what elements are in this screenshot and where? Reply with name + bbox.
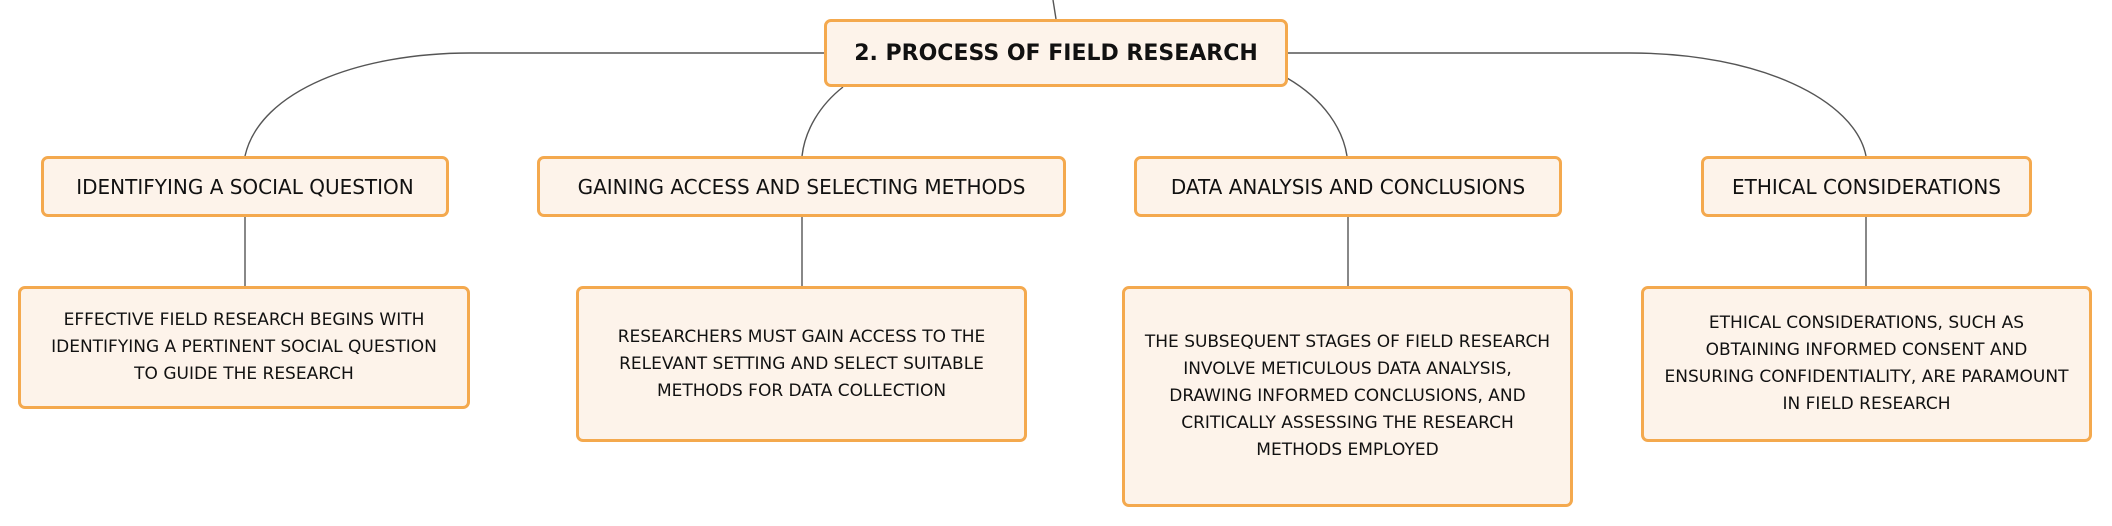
topic-node-gaining-access[interactable]: GAINING ACCESS AND SELECTING METHODS (537, 156, 1066, 217)
detail-node-text: THE SUBSEQUENT STAGES OF FIELD RESEARCH … (1144, 332, 1551, 460)
detail-node-text: EFFECTIVE FIELD RESEARCH BEGINS WITH IDE… (51, 310, 437, 384)
detail-node-identifying-social-question[interactable]: EFFECTIVE FIELD RESEARCH BEGINS WITH IDE… (18, 286, 470, 409)
detail-node-text: RESEARCHERS MUST GAIN ACCESS TO THE RELE… (617, 326, 986, 401)
topic-node-identifying-social-question[interactable]: IDENTIFYING A SOCIAL QUESTION (41, 156, 449, 217)
connector-parent-to-root (1052, 0, 1057, 20)
connector-root-to-topic-3 (1286, 77, 1348, 157)
root-node[interactable]: 2. PROCESS OF FIELD RESEARCH (824, 19, 1288, 87)
root-node-label: 2. PROCESS OF FIELD RESEARCH (854, 40, 1258, 66)
connector-root-to-topic-4 (1288, 52, 1867, 157)
topic-node-label: IDENTIFYING A SOCIAL QUESTION (76, 174, 414, 199)
topic-node-label: ETHICAL CONSIDERATIONS (1732, 174, 2001, 199)
topic-node-label: GAINING ACCESS AND SELECTING METHODS (577, 174, 1026, 199)
detail-node-data-analysis[interactable]: THE SUBSEQUENT STAGES OF FIELD RESEARCH … (1122, 286, 1573, 507)
connector-root-to-topic-1 (244, 52, 824, 157)
topic-node-label: DATA ANALYSIS AND CONCLUSIONS (1170, 174, 1526, 199)
detail-node-ethical-considerations[interactable]: ETHICAL CONSIDERATIONS, SUCH AS OBTAININ… (1641, 286, 2092, 442)
topic-node-ethical-considerations[interactable]: ETHICAL CONSIDERATIONS (1701, 156, 2032, 217)
topic-node-data-analysis[interactable]: DATA ANALYSIS AND CONCLUSIONS (1134, 156, 1562, 217)
detail-node-gaining-access[interactable]: RESEARCHERS MUST GAIN ACCESS TO THE RELE… (576, 286, 1027, 442)
detail-node-text: ETHICAL CONSIDERATIONS, SUCH AS OBTAININ… (1664, 313, 2069, 414)
connector-root-to-topic-2 (801, 86, 844, 157)
